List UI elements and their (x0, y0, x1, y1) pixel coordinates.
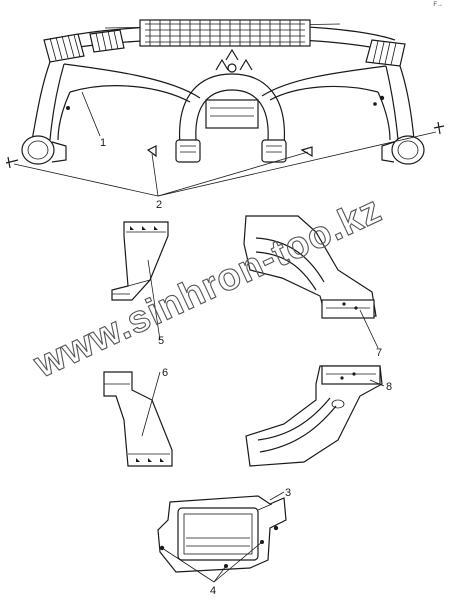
part-7-rear-duct (243, 215, 379, 349)
main-duct-assembly (5, 19, 445, 197)
callout-1: 1 (100, 137, 106, 149)
corner-mark: F→ (433, 2, 443, 8)
callout-8: 8 (386, 381, 392, 393)
left-corrugated-hose (43, 29, 125, 63)
callout-7: 7 (376, 347, 382, 359)
center-arch-duct (175, 48, 287, 163)
right-round-outlet (381, 135, 425, 165)
center-grille (139, 19, 311, 47)
callout-4: 4 (210, 585, 216, 597)
right-arch-duct (261, 65, 415, 141)
screw-center (146, 145, 157, 158)
callout-5: 5 (158, 335, 164, 347)
callout-3: 3 (285, 487, 291, 499)
part-8-rear-duct (245, 365, 385, 467)
screw-left (5, 156, 19, 169)
part-4-fasteners (159, 525, 279, 583)
callout-2: 2 (156, 199, 162, 211)
left-arch-duct (31, 61, 201, 141)
right-corrugated-hose (365, 39, 406, 67)
screw-right (433, 121, 445, 135)
part-6-side-duct (103, 371, 173, 467)
left-round-outlet (21, 135, 67, 165)
part-5-side-duct (111, 221, 169, 341)
screw-mid-right (300, 146, 313, 158)
callout-6: 6 (162, 367, 168, 379)
part-3-vent-housing (157, 495, 287, 573)
